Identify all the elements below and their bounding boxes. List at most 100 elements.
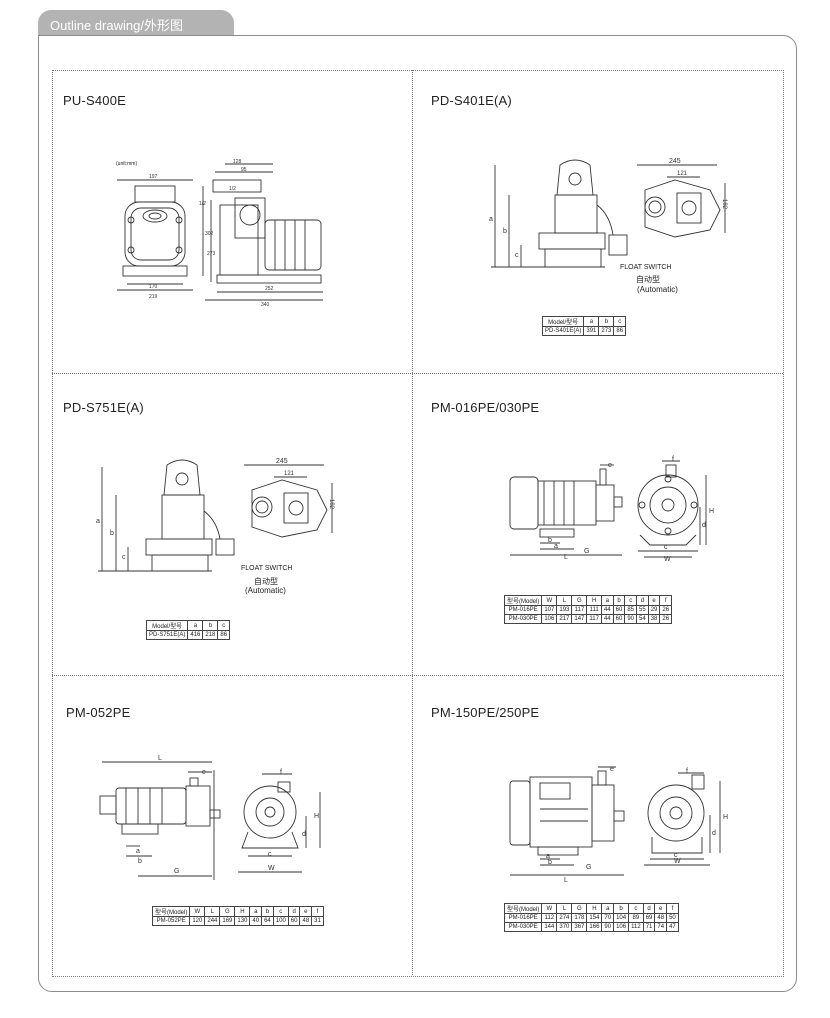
table-cell: 274 <box>556 913 573 923</box>
dim-f: f <box>686 768 688 775</box>
col-header: W <box>541 903 558 914</box>
table-cell: 29 <box>647 605 661 615</box>
table-cell: 60 <box>612 614 626 624</box>
table-header-row: 型号(Model) W L G H a b c d e f <box>151 906 324 917</box>
table-cell: 107 <box>541 605 558 615</box>
dim-G: G <box>586 864 591 871</box>
col-header: a <box>249 906 263 917</box>
table-cell: 120 <box>189 916 206 926</box>
pu-s400e-drawing: 197 128 95 1/2 1/2 302 273 170 219 252 3… <box>117 159 323 308</box>
table-row: PM-052PE 120 244 169 130 40 64 100 60 48… <box>151 916 324 926</box>
automatic-cn-label: 自动型 <box>636 275 660 284</box>
table-cell: 391 <box>583 326 600 336</box>
dim-b: b <box>138 858 142 865</box>
table-cell: 40 <box>249 916 263 926</box>
table-cell: 64 <box>261 916 274 926</box>
col-header: c <box>217 620 231 631</box>
table-cell: PD-S401E(A) <box>541 326 585 336</box>
dim-219: 219 <box>149 294 158 300</box>
table-cell: 416 <box>187 630 204 640</box>
table-cell: PM-016PE <box>503 605 543 615</box>
table-cell: 367 <box>571 922 588 932</box>
col-header: d <box>642 903 656 914</box>
table-cell: 44 <box>600 605 614 615</box>
table-cell: 106 <box>613 922 630 932</box>
panel-title-pd-s401e: PD-S401E(A) <box>431 93 512 108</box>
pm-150pe-drawing: e f a b L G W c d H <box>509 766 728 884</box>
table-cell: 112 <box>541 913 558 923</box>
panel-title-pm-150pe: PM-150PE/250PE <box>431 705 540 720</box>
table-cell: 71 <box>642 922 656 932</box>
dim-b: b <box>503 228 507 235</box>
col-header: b <box>613 903 630 914</box>
col-header: f <box>666 903 679 914</box>
table-cell: 54 <box>636 614 649 624</box>
dim-H: H <box>709 508 714 515</box>
table-header-row: Model/型号 a b c <box>541 316 627 327</box>
table-cell: 89 <box>628 913 644 923</box>
table-cell: 104 <box>613 913 630 923</box>
col-header: L <box>204 906 221 917</box>
dim-W: W <box>268 865 275 872</box>
table-header-row: 型号(Model) W L G H a b c d e f <box>503 595 673 606</box>
col-header: d <box>636 595 649 606</box>
col-header: e <box>654 903 668 914</box>
table-cell: PM-030PE <box>503 614 543 624</box>
table-cell: 117 <box>586 614 602 624</box>
col-header: c <box>624 595 638 606</box>
table-cell: 90 <box>624 614 638 624</box>
table-cell: 178 <box>571 913 588 923</box>
table-cell: 86 <box>217 630 231 640</box>
col-header: c <box>613 316 627 327</box>
panel-title-pm-016pe: PM-016PE/030PE <box>431 400 540 415</box>
dim-e: e <box>608 462 612 469</box>
table-cell: 74 <box>654 922 668 932</box>
pm-016pe-drawing: e f b a L G W c d H <box>509 456 714 563</box>
dim-a: a <box>136 848 140 855</box>
dim-197: 197 <box>149 174 158 180</box>
dim-d: d <box>702 522 706 529</box>
table-cell: 154 <box>586 913 603 923</box>
col-header: b <box>612 595 626 606</box>
col-header: a <box>583 316 600 327</box>
table-cell: 47 <box>666 922 679 932</box>
table-cell: 117 <box>571 605 588 615</box>
dim-121: 121 <box>284 471 295 477</box>
dim-e: e <box>610 766 614 773</box>
col-header: G <box>219 906 236 917</box>
pm-052pe-drawing: L e a b G f H d c W <box>99 755 321 880</box>
dim-273: 273 <box>207 251 216 257</box>
col-header: f <box>311 906 324 917</box>
dim-e: e <box>202 769 206 776</box>
spec-table-pm-052pe: 型号(Model) W L G H a b c d e f PM-052PE 1… <box>151 906 324 926</box>
table-cell: 38 <box>647 614 661 624</box>
table-row: PD-S751E(A) 416 218 86 <box>145 630 231 640</box>
pd-s401e-drawing: 245 121 182 a b c <box>489 158 727 268</box>
dim-d: d <box>712 830 716 837</box>
grid-divider-row-1 <box>52 373 783 374</box>
table-cell: 218 <box>202 630 219 640</box>
table-cell: PM-016PE <box>503 913 543 923</box>
col-header: b <box>261 906 274 917</box>
dim-340: 340 <box>261 302 270 308</box>
table-row: PM-016PE 107 193 117 111 44 60 85 55 29 … <box>503 605 673 615</box>
dim-b: b <box>548 859 552 866</box>
table-cell: 26 <box>659 614 673 624</box>
section-tab: Outline drawing/外形图 <box>38 10 234 36</box>
dim-G: G <box>174 868 179 875</box>
table-cell: 166 <box>586 922 603 932</box>
panel-title-pd-s751e: PD-S751E(A) <box>63 400 144 415</box>
table-cell: 106 <box>541 614 558 624</box>
col-header: G <box>571 903 588 914</box>
dim-W: W <box>664 556 671 563</box>
dim-182: 182 <box>328 499 334 510</box>
col-header: a <box>600 595 614 606</box>
table-cell: 60 <box>287 916 301 926</box>
dim-121: 121 <box>677 171 688 177</box>
table-cell: 111 <box>586 605 602 615</box>
panel-title-pm-052pe: PM-052PE <box>66 705 131 720</box>
col-header: H <box>586 903 603 914</box>
col-header: a <box>187 620 204 631</box>
table-cell: 217 <box>556 614 573 624</box>
pd-s751e-drawing: 245 121 182 a b c <box>96 458 334 572</box>
